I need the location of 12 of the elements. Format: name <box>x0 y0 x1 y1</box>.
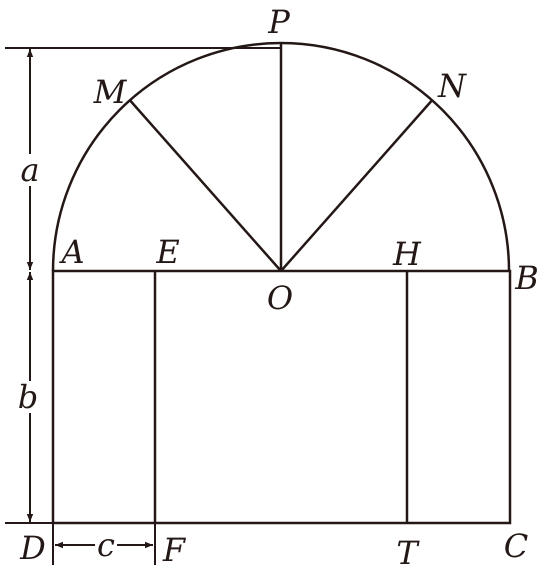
point-label: F <box>162 534 186 566</box>
point-label: T <box>396 537 418 569</box>
point-label: E <box>156 236 180 268</box>
point-label: A <box>61 236 85 268</box>
point-label: P <box>268 6 290 38</box>
point-label: C <box>504 530 528 562</box>
point-label: M <box>94 76 126 108</box>
point-label: D <box>20 532 46 564</box>
point-label: N <box>438 70 466 102</box>
point-label: B <box>515 262 539 294</box>
point-label: H <box>393 238 421 270</box>
point-label: O <box>266 282 294 314</box>
